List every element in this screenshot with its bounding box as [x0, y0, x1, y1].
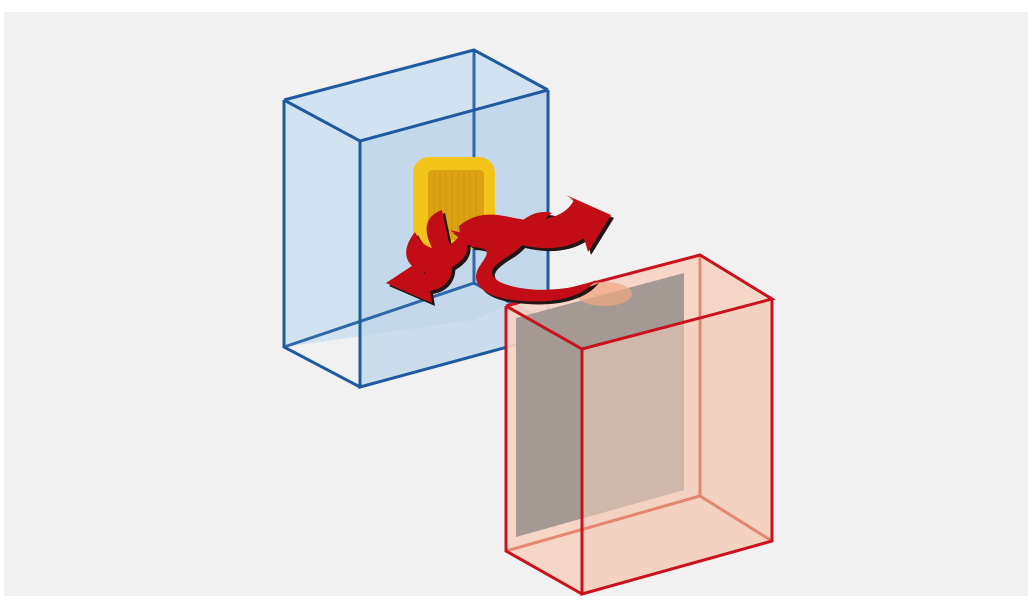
red-box-left-edges — [504, 306, 583, 596]
red-box-front-face — [582, 299, 772, 594]
red-box-hidden-edge-2 — [699, 494, 773, 543]
arrow-lower-left — [386, 210, 453, 303]
red-box-arrow-contact-glow — [576, 282, 632, 306]
red-box-front-edges — [580, 299, 774, 596]
arrow-middle-lower — [450, 212, 596, 302]
arrow-left-swoop — [406, 232, 468, 274]
diagram-svg — [282, 48, 776, 596]
curved-arrow-cluster — [386, 195, 611, 303]
diagram-canvas — [4, 12, 1028, 596]
red-box — [504, 253, 776, 596]
